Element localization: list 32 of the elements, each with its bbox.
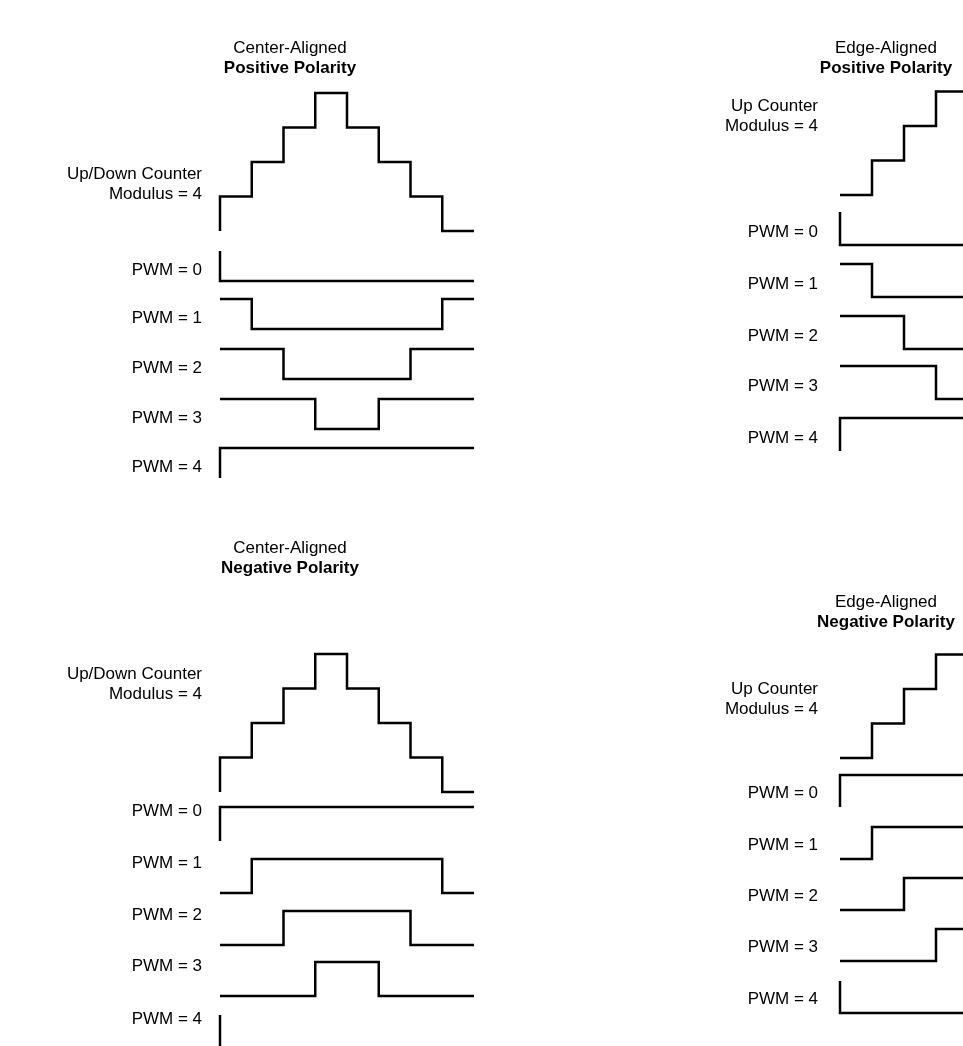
signal-label: PWM = 1: [130, 307, 202, 329]
signal-label: PWM = 2: [746, 885, 818, 907]
signal-label: PWM = 1: [746, 834, 818, 856]
signal-label: PWM = 3: [746, 936, 818, 958]
panel-heading: Negative Polarity: [816, 612, 956, 632]
signal-label: PWM = 2: [746, 325, 818, 347]
panel-heading: Positive Polarity: [222, 58, 358, 78]
panel-heading: Center-Aligned: [232, 38, 348, 58]
signal-label: PWM = 3: [130, 407, 202, 429]
signal-label: PWM = 3: [746, 375, 818, 397]
panel-heading: Positive Polarity: [818, 58, 954, 78]
panel-heading: Negative Polarity: [220, 558, 360, 578]
signal-label: PWM = 4: [746, 427, 818, 449]
signal-label: PWM = 0: [130, 259, 202, 281]
signal-label: PWM = 4: [130, 456, 202, 478]
counter-label: Up Counter Modulus = 4: [723, 679, 818, 719]
signal-label: PWM = 0: [130, 800, 202, 822]
signal-label: PWM = 0: [746, 221, 818, 243]
panel-heading: Center-Aligned: [232, 538, 348, 558]
panel-heading: Edge-Aligned: [833, 38, 939, 58]
signal-label: PWM = 3: [130, 955, 202, 977]
signal-label: PWM = 2: [130, 904, 202, 926]
panel-heading: Edge-Aligned: [833, 592, 939, 612]
counter-label: Up Counter Modulus = 4: [723, 96, 818, 136]
counter-label: Up/Down Counter Modulus = 4: [65, 164, 202, 204]
signal-label: PWM = 1: [746, 273, 818, 295]
counter-label: Up/Down Counter Modulus = 4: [65, 664, 202, 704]
signal-label: PWM = 2: [130, 357, 202, 379]
signal-label: PWM = 0: [746, 782, 818, 804]
signal-label: PWM = 4: [130, 1008, 202, 1030]
signal-label: PWM = 1: [130, 852, 202, 874]
signal-label: PWM = 4: [746, 988, 818, 1010]
